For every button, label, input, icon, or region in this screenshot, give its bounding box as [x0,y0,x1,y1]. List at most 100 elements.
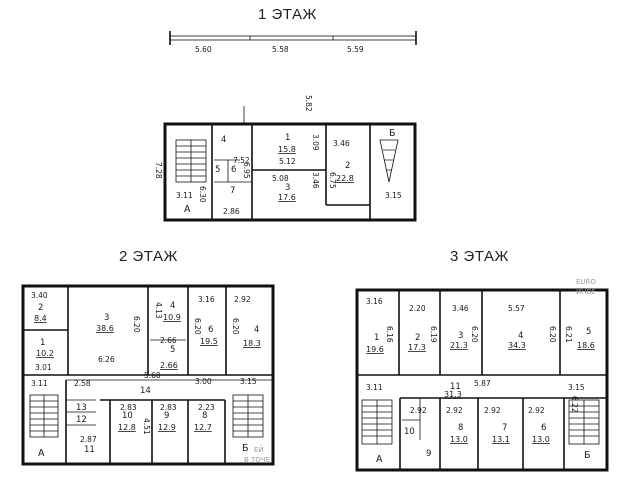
floor-2-dim: 2.66 [160,336,177,345]
floor-2-dim: 2.87 [80,435,97,444]
floor-3-room-num: 9 [426,449,431,459]
floor-3-room-area: 17.3 [408,343,426,352]
floor-3-room-num: 3 [458,331,463,341]
floor-1-dim: 6.30 [198,186,207,203]
floor-1-title: 1 ЭТАЖ [258,6,317,23]
floor-2-room-area: 8.4 [34,314,47,323]
floor-3-room-num: 5 [586,327,591,337]
floor-2-room-area: 19.5 [200,337,218,346]
floor-2-room-area: 10.2 [36,349,54,358]
floor-2-room-num: 3 [104,313,109,323]
floor-1-stair-a [175,139,207,183]
floor-3-dim: 6.22 [570,396,579,413]
floor-2-dim: 2.23 [198,403,215,412]
floor-1-dim: 2.86 [223,207,240,216]
floor-3-room-area: 31.3 [444,390,462,399]
floor-2-plan: А Б 1 10.2 2 8.4 3 38.6 4 10.9 5 2.66 6 … [21,284,275,466]
floor-3-room-num: 6 [541,423,546,433]
floor-3-stair-letter-b: Б [584,450,591,461]
floor-1-room-3-area: 17.6 [278,193,296,202]
floor-1-stair-b [379,139,399,183]
floor-2-stair-letter-b: Б [242,443,249,454]
floor-3-dim: 3.16 [366,297,383,306]
floor-1-room-3-num: 3 [285,183,290,193]
floor-1-stair-letter-a: А [184,204,191,215]
floor-3-room-num: 11 [450,382,461,392]
floor-3-stair-letter-a: А [376,454,383,465]
floor-3-stair-b [568,399,600,445]
floor-1-dim: 3.46 [311,172,320,189]
floor-1-dim: 6.75 [328,172,337,189]
floor-1-top-dim-1: 5.60 [195,45,212,54]
floor-3-room-area: 21.3 [450,341,468,350]
floor-3-dim: 3.15 [568,383,585,392]
floor-2-room-area: 12.8 [118,423,136,432]
floor-2-room-num: 1 [40,338,45,348]
floor-3-room-area: 18.6 [577,341,595,350]
floor-2-title: 2 ЭТАЖ [119,248,178,265]
floor-2-dim: 6.20 [193,318,202,335]
watermark-text: В ТОЧЕ [244,456,270,464]
floor-1-dim: 3.46 [333,139,350,148]
floor-3-dim: 6.16 [385,326,394,343]
floor-2-dim: 3.16 [198,295,215,304]
floor-2-dim: 3.00 [195,377,212,386]
floor-2-stair-a [29,394,59,438]
floor-1-plan: 5.60 5.58 5.59 5.82 [154,31,417,222]
floor-3-dim: 6.20 [548,326,557,343]
floor-3-dim: 2.92 [484,406,501,415]
floor-2-room-area: 12.9 [158,423,176,432]
floor-3-room-num: 2 [415,333,420,343]
floor-1-dim: 3.09 [311,134,320,151]
floor-3-room-num: 7 [502,423,507,433]
watermark-text: ИНВЕ [576,288,596,296]
floor-1-dim: 5.12 [279,157,296,166]
floor-3-dim: 5.87 [474,379,491,388]
floor-3-room-num: 8 [458,423,463,433]
floor-2-dim: 3.15 [240,377,257,386]
floor-2-room-num: 2 [38,303,43,313]
floor-2-stair-letter-a: А [38,448,45,459]
floor-1-facade-line: 5.60 5.58 5.59 [169,31,417,54]
floor-3-dim: 2.92 [446,406,463,415]
floor-2-room-num: 10 [122,411,133,421]
floor-3-room-num: 10 [404,427,415,437]
floor-2-dim: 6.20 [132,316,141,333]
floor-2-room-num: 9 [164,411,169,421]
floor-2-dim: 5.60 [144,371,161,380]
floor-1-side-dim: 5.82 [304,95,313,112]
floor-3-room-area: 34.3 [508,341,526,350]
floor-3-room-area: 13.0 [450,435,468,444]
floor-2-stair-b [232,394,264,438]
floor-1-room-4-num: 4 [221,135,226,145]
floor-3-dim: 6.19 [429,326,438,343]
floor-1-outline [163,122,417,222]
floor-2-room-num: 12 [76,415,87,425]
floor-2-room-num: 5 [170,345,175,355]
floor-3-dim: 5.57 [508,304,525,313]
floor-2-room-num: 4 [170,301,175,311]
floor-3-room-area: 13.1 [492,435,510,444]
floor-1-room-7-num: 7 [230,186,235,196]
floor-2-dim: 2.92 [234,295,251,304]
floor-1-room-1-area: 15.8 [278,145,296,154]
floor-3-dim: 3.46 [452,304,469,313]
floor-3-dim: 3.11 [366,383,383,392]
floor-3-room-area: 19.6 [366,345,384,354]
floor-2-room-area: 2.66 [160,361,178,370]
floor-2-room-num: 6 [208,325,213,335]
floor-1-room-6-num: 6 [231,165,236,175]
floor-1-top-dim-3: 5.59 [347,45,364,54]
floor-2-dim: 3.40 [31,291,48,300]
floor-2-dim: 2.58 [74,379,91,388]
floor-3-dim: 2.92 [410,406,427,415]
floor-2-dim: 2.83 [160,403,177,412]
floor-2-room-area: 10.9 [163,313,181,322]
floor-2-dim: 3.11 [31,379,48,388]
floor-1-top-dim-2: 5.58 [272,45,289,54]
floor-2-room-num: 14 [140,386,151,396]
watermark: EURO ИНВЕ ЕЙ В ТОЧЕ [244,278,596,464]
floor-2-dim: 3.01 [35,363,52,372]
floor-1-room-2-num: 2 [345,161,350,171]
